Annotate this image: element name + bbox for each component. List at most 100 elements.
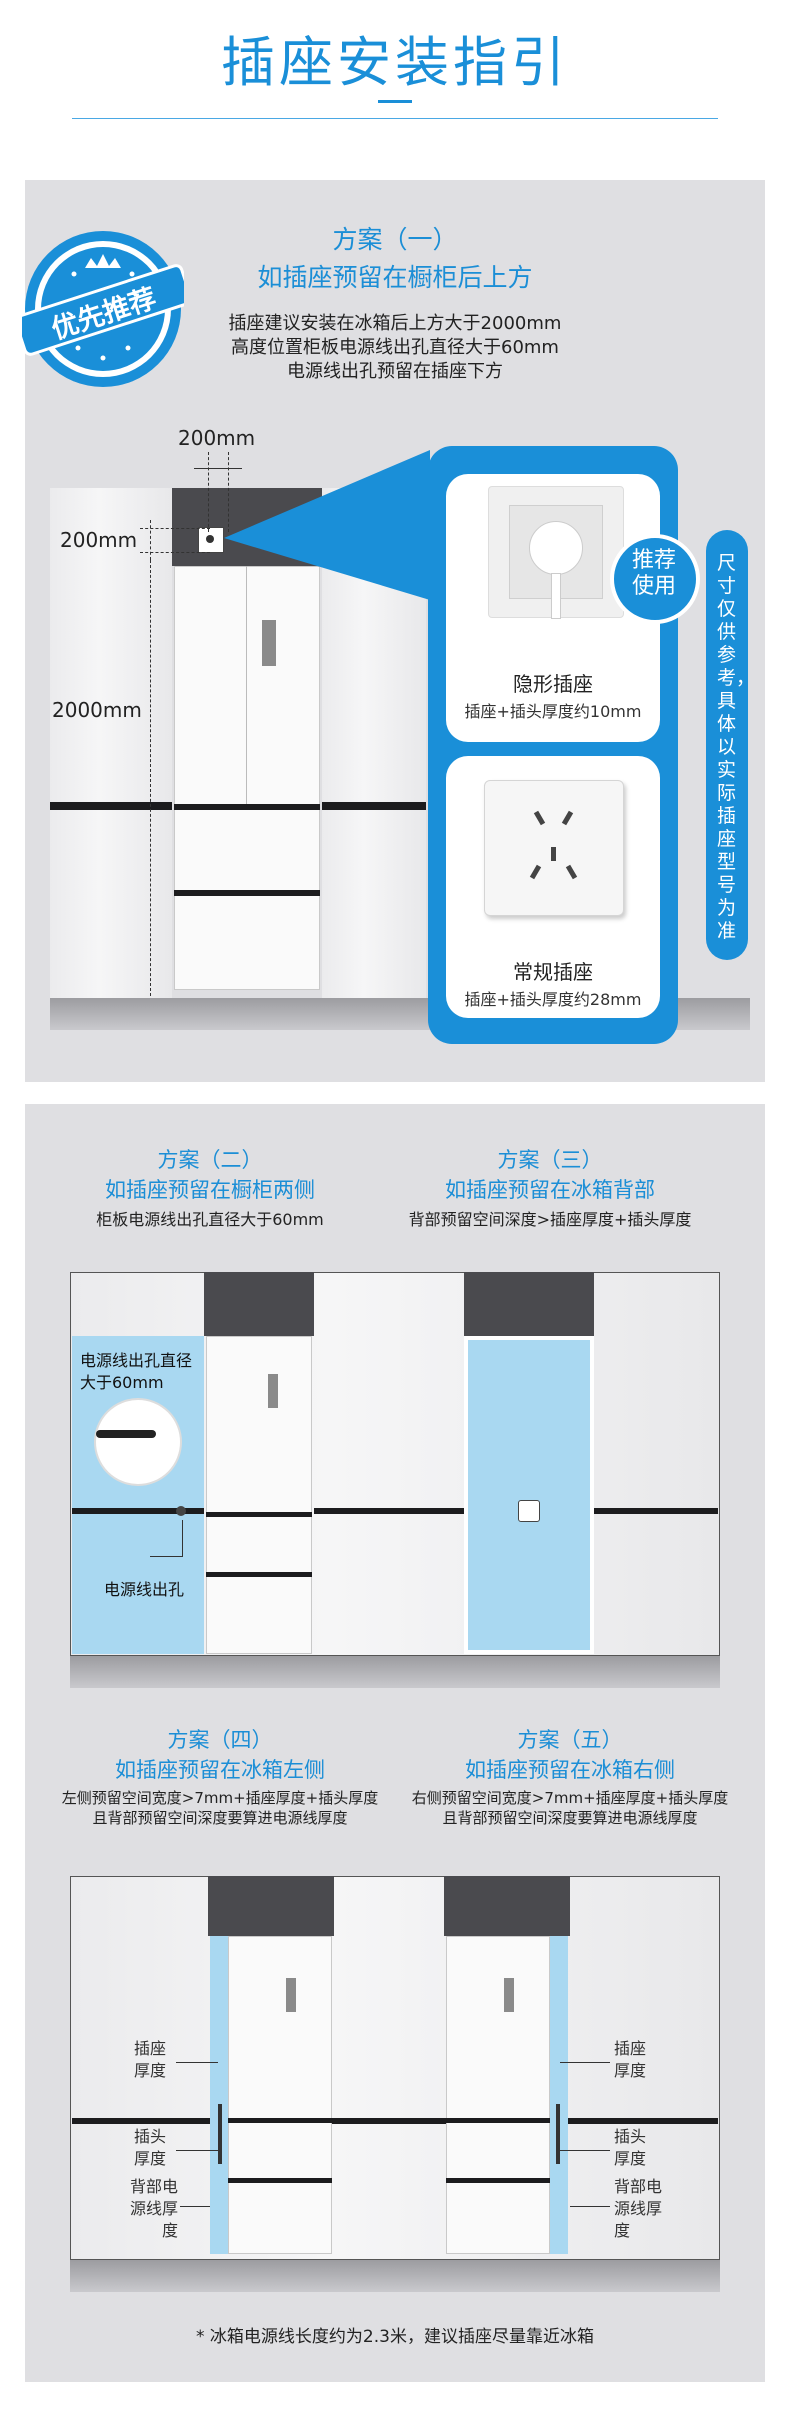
dim-width-left-line bbox=[208, 452, 209, 532]
footer-note: * 冰箱电源线长度约为2.3米，建议插座尽量靠近冰箱 bbox=[196, 2327, 594, 2347]
plan4-leader-1 bbox=[176, 2062, 218, 2063]
plan2-side-space bbox=[72, 1336, 204, 1654]
fridge-door-split bbox=[246, 566, 247, 804]
recommend-tag-label: 推荐使用 bbox=[631, 548, 676, 599]
dim-top-line bbox=[150, 520, 151, 560]
cable-hole-zoom bbox=[94, 1398, 182, 1486]
plan4-socket-thickness-label: 插座厚度 bbox=[134, 2039, 167, 2080]
plan5-fridge bbox=[446, 1936, 550, 2254]
dim-height-label: 2000mm bbox=[52, 698, 142, 722]
plan2-fridge bbox=[206, 1336, 312, 1654]
plan4-fridge-top bbox=[208, 1876, 334, 1936]
plan5-heading: 方案（五） bbox=[517, 1728, 623, 1752]
fridge-display bbox=[262, 620, 276, 666]
plan1-heading: 方案（一） bbox=[332, 225, 458, 254]
plan4-fridge-line-1 bbox=[228, 2118, 332, 2123]
dim-top-tick-2 bbox=[140, 552, 210, 554]
plan2-note: 柜板电源线出孔直径大于60mm bbox=[96, 1210, 324, 1229]
plan2-fridge-line-2 bbox=[206, 1572, 312, 1577]
cable-hole-leader bbox=[150, 1520, 183, 1557]
plan5-leader-3 bbox=[570, 2206, 610, 2207]
scene2-counter-right bbox=[594, 1508, 718, 1514]
side-note-pill bbox=[706, 530, 748, 960]
fridge bbox=[174, 566, 320, 990]
plan4-plug-thickness-label: 插头厚度 bbox=[134, 2127, 167, 2168]
normal-socket-desc: 插座+插头厚度约28mm bbox=[464, 990, 642, 1009]
plan5-fridge-line-2 bbox=[446, 2178, 550, 2183]
plan2-subheading: 如插座预留在橱柜两侧 bbox=[105, 1178, 315, 1202]
plan1-note-3: 电源线出孔预留在插座下方 bbox=[287, 361, 503, 382]
plan4-fridge-display bbox=[286, 1978, 296, 2012]
plan5-side-gap bbox=[550, 1936, 568, 2254]
plan5-subheading: 如插座预留在冰箱右侧 bbox=[465, 1758, 675, 1782]
plan5-cable-thickness-label: 背部电源线厚度 bbox=[614, 2177, 663, 2240]
normal-socket-icon bbox=[484, 780, 624, 916]
plan4-note-2: 且背部预留空间深度要算进电源线厚度 bbox=[92, 1809, 348, 1827]
cable-hole-marker bbox=[176, 1506, 186, 1516]
recommend-tag bbox=[610, 534, 700, 624]
plan3-socket bbox=[518, 1500, 540, 1522]
plan5-fridge-line-1 bbox=[446, 2118, 550, 2123]
side-note-text: 尺寸仅供参考，具体以实际插座型号为准 bbox=[717, 552, 756, 942]
counter-line-left bbox=[50, 802, 172, 810]
plan5-socket-thickness-label: 插座厚度 bbox=[614, 2039, 647, 2080]
plan3-note: 背部预留空间深度>插座厚度+插头厚度 bbox=[408, 1210, 692, 1229]
plan1-subheading: 如插座预留在橱柜后上方 bbox=[257, 263, 533, 292]
dim-width-right-line bbox=[228, 452, 229, 532]
fridge-drawer-line-2 bbox=[174, 890, 320, 896]
plan3-subheading: 如插座预留在冰箱背部 bbox=[445, 1178, 655, 1202]
fridge-drawer-line-1 bbox=[174, 804, 320, 810]
plan5-leader-2 bbox=[560, 2150, 610, 2151]
plan2-fridge-display bbox=[268, 1374, 278, 1408]
plan5-fridge-display bbox=[504, 1978, 514, 2012]
hidden-socket-desc: 插座+插头厚度约10mm bbox=[464, 702, 642, 721]
plan4-subheading: 如插座预留在冰箱左侧 bbox=[115, 1758, 325, 1782]
plan5-note-1: 右侧预留空间宽度>7mm+插座厚度+插头厚度 bbox=[411, 1789, 729, 1807]
plan1-note-1: 插座建议安装在冰箱后上方大于2000mm bbox=[228, 313, 562, 334]
normal-socket-name: 常规插座 bbox=[513, 960, 593, 984]
plan5-note-2: 且背部预留空间深度要算进电源线厚度 bbox=[442, 1809, 698, 1827]
dim-top-label: 200mm bbox=[60, 528, 138, 552]
plan1-note-2: 高度位置柜板电源线出孔直径大于60mm bbox=[231, 337, 559, 358]
dim-width-label: 200mm bbox=[178, 426, 256, 450]
scene3-frame bbox=[70, 1876, 720, 2260]
plan4-fridge-line-2 bbox=[228, 2178, 332, 2183]
dim-width-arrow bbox=[194, 468, 242, 469]
plan4-side-gap bbox=[210, 1936, 228, 2254]
counter-line-right bbox=[322, 802, 426, 810]
scene2-counter-left bbox=[72, 1508, 204, 1514]
hidden-socket-icon bbox=[488, 486, 624, 619]
plan4-leader-3 bbox=[180, 2206, 210, 2207]
cabinet-left bbox=[50, 488, 172, 998]
scene3-cabinets bbox=[70, 1876, 720, 2260]
cable-hole-label: 电源线出孔 bbox=[104, 1580, 185, 1599]
plan2-callout-text: 电源线出孔直径大于60mm bbox=[80, 1351, 193, 1392]
title-divider bbox=[72, 118, 718, 119]
plan5-plug-thickness-label: 插头厚度 bbox=[614, 2127, 647, 2168]
plan5-leader-1 bbox=[560, 2062, 610, 2063]
plan4-socket-line bbox=[218, 2104, 222, 2164]
badge-seal-icon bbox=[14, 231, 193, 387]
plan2-fridge-top bbox=[204, 1272, 314, 1336]
priority-badge: 优先推荐 bbox=[14, 228, 193, 390]
scene2-frame bbox=[70, 1272, 720, 1656]
plan4-heading: 方案（四） bbox=[167, 1728, 273, 1752]
scene3-floor bbox=[70, 2260, 720, 2292]
title-accent bbox=[378, 100, 412, 103]
plan3-fridge-top bbox=[464, 1272, 594, 1336]
plan2-heading: 方案（二） bbox=[157, 1148, 263, 1172]
hidden-socket-name: 隐形插座 bbox=[513, 672, 593, 696]
scene2-counter-mid bbox=[314, 1508, 464, 1514]
scene3-counter bbox=[72, 2118, 718, 2124]
plan4-cable-thickness-label: 背部电源线厚度 bbox=[129, 2177, 178, 2240]
plan4-leader-2 bbox=[176, 2150, 218, 2151]
plan3-back-space bbox=[464, 1336, 594, 1654]
zoom-beam bbox=[224, 450, 430, 600]
dim-top-tick-1 bbox=[140, 528, 210, 530]
plan5-fridge-top bbox=[444, 1876, 570, 1936]
cable-hole-icon bbox=[96, 1430, 156, 1438]
scene2-floor bbox=[70, 1656, 720, 1688]
plan4-note-1: 左侧预留空间宽度>7mm+插座厚度+插头厚度 bbox=[61, 1789, 379, 1807]
page-title: 插座安装指引 bbox=[221, 31, 569, 94]
socket-marker-dot bbox=[206, 535, 214, 543]
